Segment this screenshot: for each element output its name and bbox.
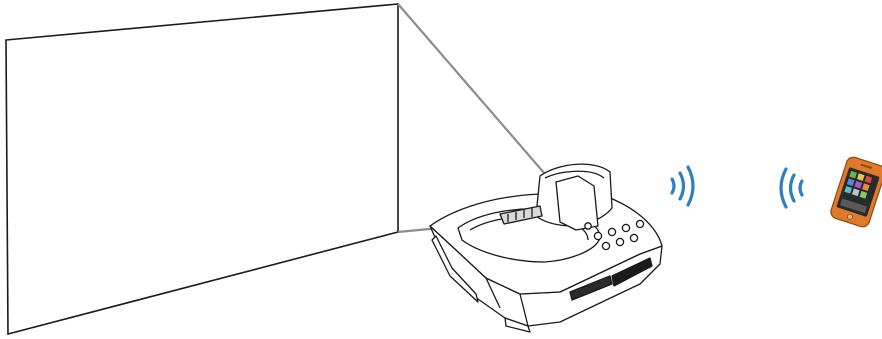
projector (429, 163, 663, 333)
wifi-signal-icon (670, 165, 695, 207)
projection-screen (5, 3, 399, 336)
smartphone-icon (830, 156, 882, 228)
wifi-signal-icon (779, 167, 804, 209)
